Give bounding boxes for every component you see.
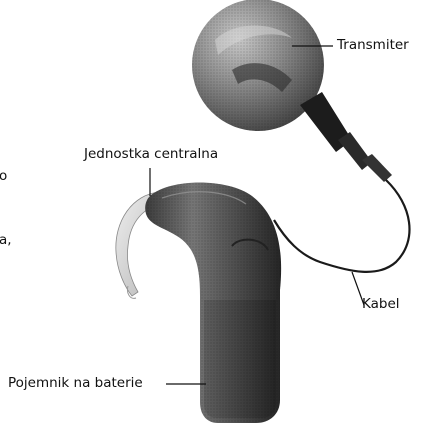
- label-battery: Pojemnik na baterie: [8, 377, 143, 391]
- transmitter-plug: [300, 92, 392, 182]
- transmitter-disc: [192, 0, 324, 131]
- label-central-unit: Jednostka centralna: [84, 148, 218, 162]
- label-cable: Kabel: [362, 298, 400, 312]
- edge-text-fragment-2: a,: [0, 234, 12, 248]
- battery-compartment: [204, 300, 276, 418]
- edge-text-fragment-1: o: [0, 170, 7, 184]
- cable-line: [274, 180, 409, 272]
- label-transmitter: Transmiter: [337, 39, 409, 53]
